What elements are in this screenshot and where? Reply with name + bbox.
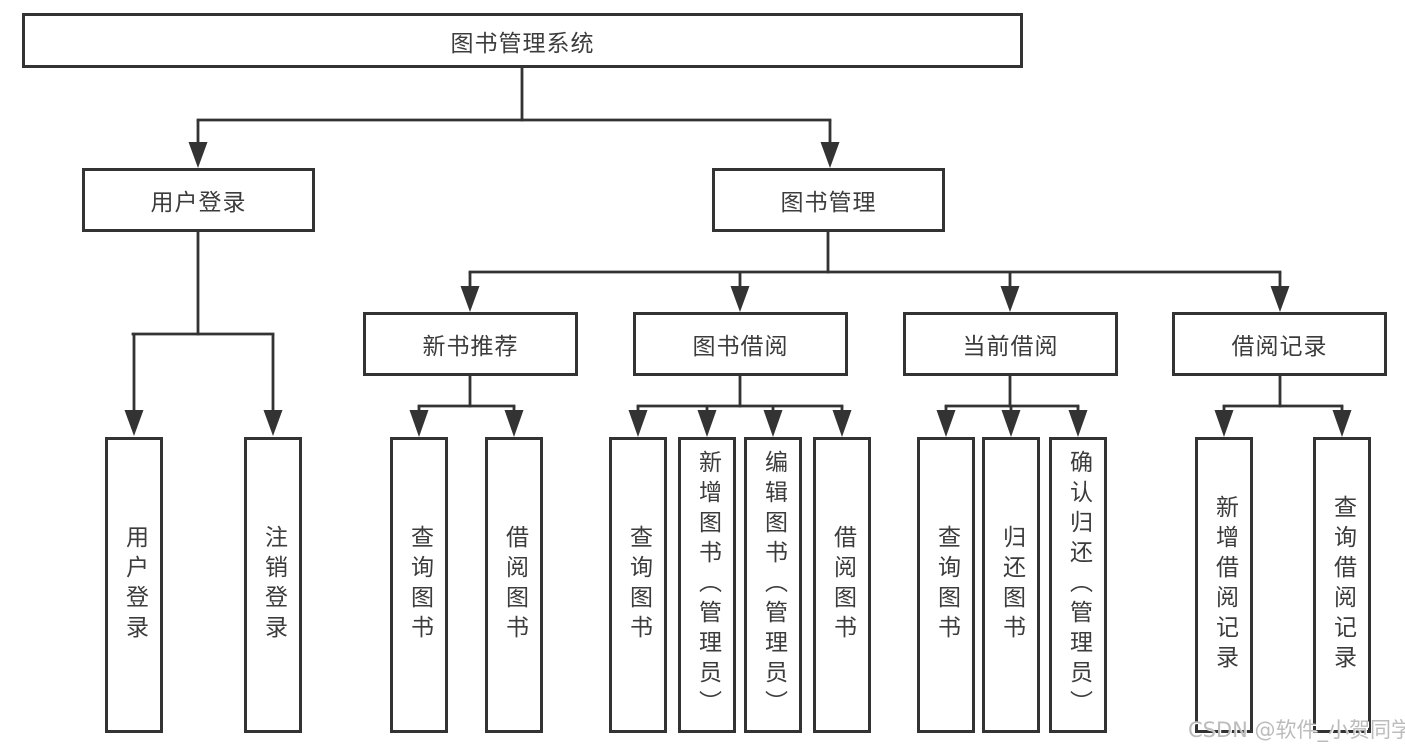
node-current-borrow: 当前借阅 — [903, 312, 1118, 376]
leaf-borrow-query-books-label: 查询图书 — [625, 525, 652, 645]
leaf-current-confirm-return-admin-label: 确认归还（管理员） — [1065, 450, 1092, 720]
leaf-records-add-record: 新增借阅记录 — [1195, 437, 1253, 733]
leaf-newbook-borrow-books-label: 借阅图书 — [501, 525, 528, 645]
leaf-records-query-record-label: 查询借阅记录 — [1329, 495, 1356, 675]
leaf-newbook-borrow-books: 借阅图书 — [485, 437, 543, 733]
leaf-current-query-books-label: 查询图书 — [933, 525, 960, 645]
leaf-current-return-books: 归还图书 — [982, 437, 1040, 733]
node-user-login: 用户登录 — [82, 168, 315, 232]
leaf-borrow-edit-books-admin: 编辑图书（管理员） — [744, 437, 802, 733]
leaf-newbook-query-books: 查询图书 — [390, 437, 448, 733]
leaf-borrow-query-books: 查询图书 — [609, 437, 667, 733]
leaf-borrow-edit-books-admin-label: 编辑图书（管理员） — [760, 450, 787, 720]
leaf-borrow-add-books-admin: 新增图书（管理员） — [678, 437, 736, 733]
node-root-system: 图书管理系统 — [22, 13, 1023, 68]
leaf-borrow-borrow-books-label: 借阅图书 — [829, 525, 856, 645]
leaf-logout-login: 注销登录 — [244, 437, 302, 733]
leaf-records-add-record-label: 新增借阅记录 — [1211, 495, 1238, 675]
node-book-management: 图书管理 — [712, 168, 945, 232]
leaf-newbook-query-books-label: 查询图书 — [406, 525, 433, 645]
leaf-current-return-books-label: 归还图书 — [998, 525, 1025, 645]
leaf-records-query-record: 查询借阅记录 — [1313, 437, 1371, 733]
node-borrow-records: 借阅记录 — [1172, 312, 1387, 376]
node-new-book-recommend: 新书推荐 — [363, 312, 578, 376]
node-book-borrow: 图书借阅 — [633, 312, 848, 376]
leaf-user-login-label: 用户登录 — [121, 525, 148, 645]
leaf-user-login: 用户登录 — [105, 437, 163, 733]
leaf-borrow-add-books-admin-label: 新增图书（管理员） — [694, 450, 721, 720]
leaf-logout-login-label: 注销登录 — [260, 525, 287, 645]
csdn-watermark: CSDN @软件_小贺同学 — [1188, 718, 1405, 742]
leaf-current-query-books: 查询图书 — [917, 437, 975, 733]
leaf-borrow-borrow-books: 借阅图书 — [813, 437, 871, 733]
leaf-current-confirm-return-admin: 确认归还（管理员） — [1049, 437, 1107, 733]
